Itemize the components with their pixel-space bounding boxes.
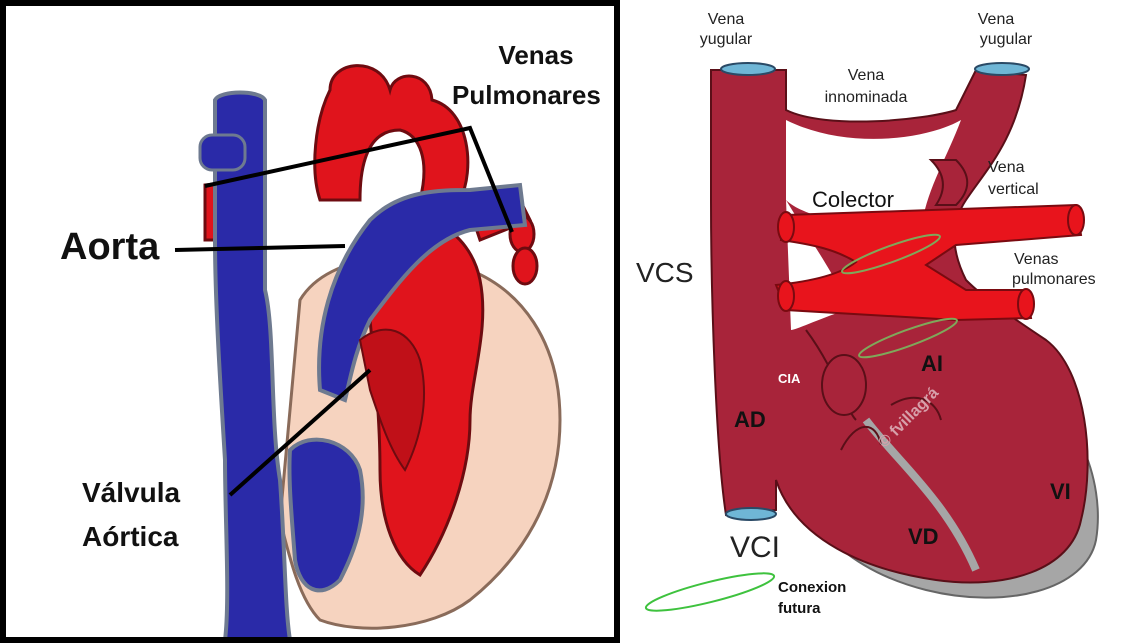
jugular-opening-left <box>721 63 775 75</box>
collector-left-end <box>778 212 794 242</box>
jugular-opening-right <box>975 63 1029 75</box>
left-heart-diagram: Venas Pulmonares Aorta Válvula Aórtica <box>0 0 620 643</box>
label-vena-yugular-left-1: Vena <box>676 12 776 29</box>
label-vci: VCI <box>730 532 780 564</box>
pulmonary-artery-left-branch <box>200 135 245 170</box>
label-conexion: Conexion <box>778 580 846 596</box>
collector-lower-right-end <box>1018 289 1034 319</box>
label-venas-pulmonares-1: Venas <box>1014 252 1058 269</box>
frame-top <box>0 0 620 6</box>
label-vena-yugular-right-1: Vena <box>946 12 1046 29</box>
future-connection-ellipse-legend <box>644 566 777 617</box>
label-vena-vertical-2: vertical <box>988 182 1039 199</box>
label-colector: Colector <box>812 188 894 211</box>
label-ad: AD <box>734 408 766 431</box>
collector-right-end <box>1068 205 1084 235</box>
label-vcs: VCS <box>636 258 694 287</box>
label-vd: VD <box>908 525 939 548</box>
label-venas: Venas <box>486 42 586 69</box>
label-valvula: Válvula <box>82 478 180 507</box>
label-vena-vertical-1: Vena <box>988 160 1024 177</box>
label-vena-yugular-left-2: yugular <box>676 32 776 49</box>
label-venas-pulmonares-2: pulmonares <box>1012 272 1096 289</box>
frame-left <box>0 0 6 643</box>
label-aorta: Aorta <box>60 228 159 268</box>
vci-opening <box>726 508 776 520</box>
leader-aorta <box>175 246 345 250</box>
label-futura: futura <box>778 601 821 617</box>
pulmonary-vein-right-end-2 <box>513 248 537 284</box>
label-vi: VI <box>1050 480 1071 503</box>
label-aortica: Aórtica <box>82 522 178 551</box>
collector-lower-left-end <box>778 281 794 311</box>
right-heart-diagram: Vena yugular Vena yugular Vena innominad… <box>626 0 1126 643</box>
frame-bottom <box>0 637 620 643</box>
label-vena-yugular-right-2: yugular <box>956 32 1056 49</box>
label-vena-innominada-1: Vena <box>806 68 926 85</box>
label-ai: AI <box>921 352 943 375</box>
cia-oval <box>822 355 866 415</box>
label-vena-innominada-2: innominada <box>806 90 926 107</box>
label-pulmonares: Pulmonares <box>452 82 601 109</box>
label-cia: CIA <box>778 372 800 386</box>
